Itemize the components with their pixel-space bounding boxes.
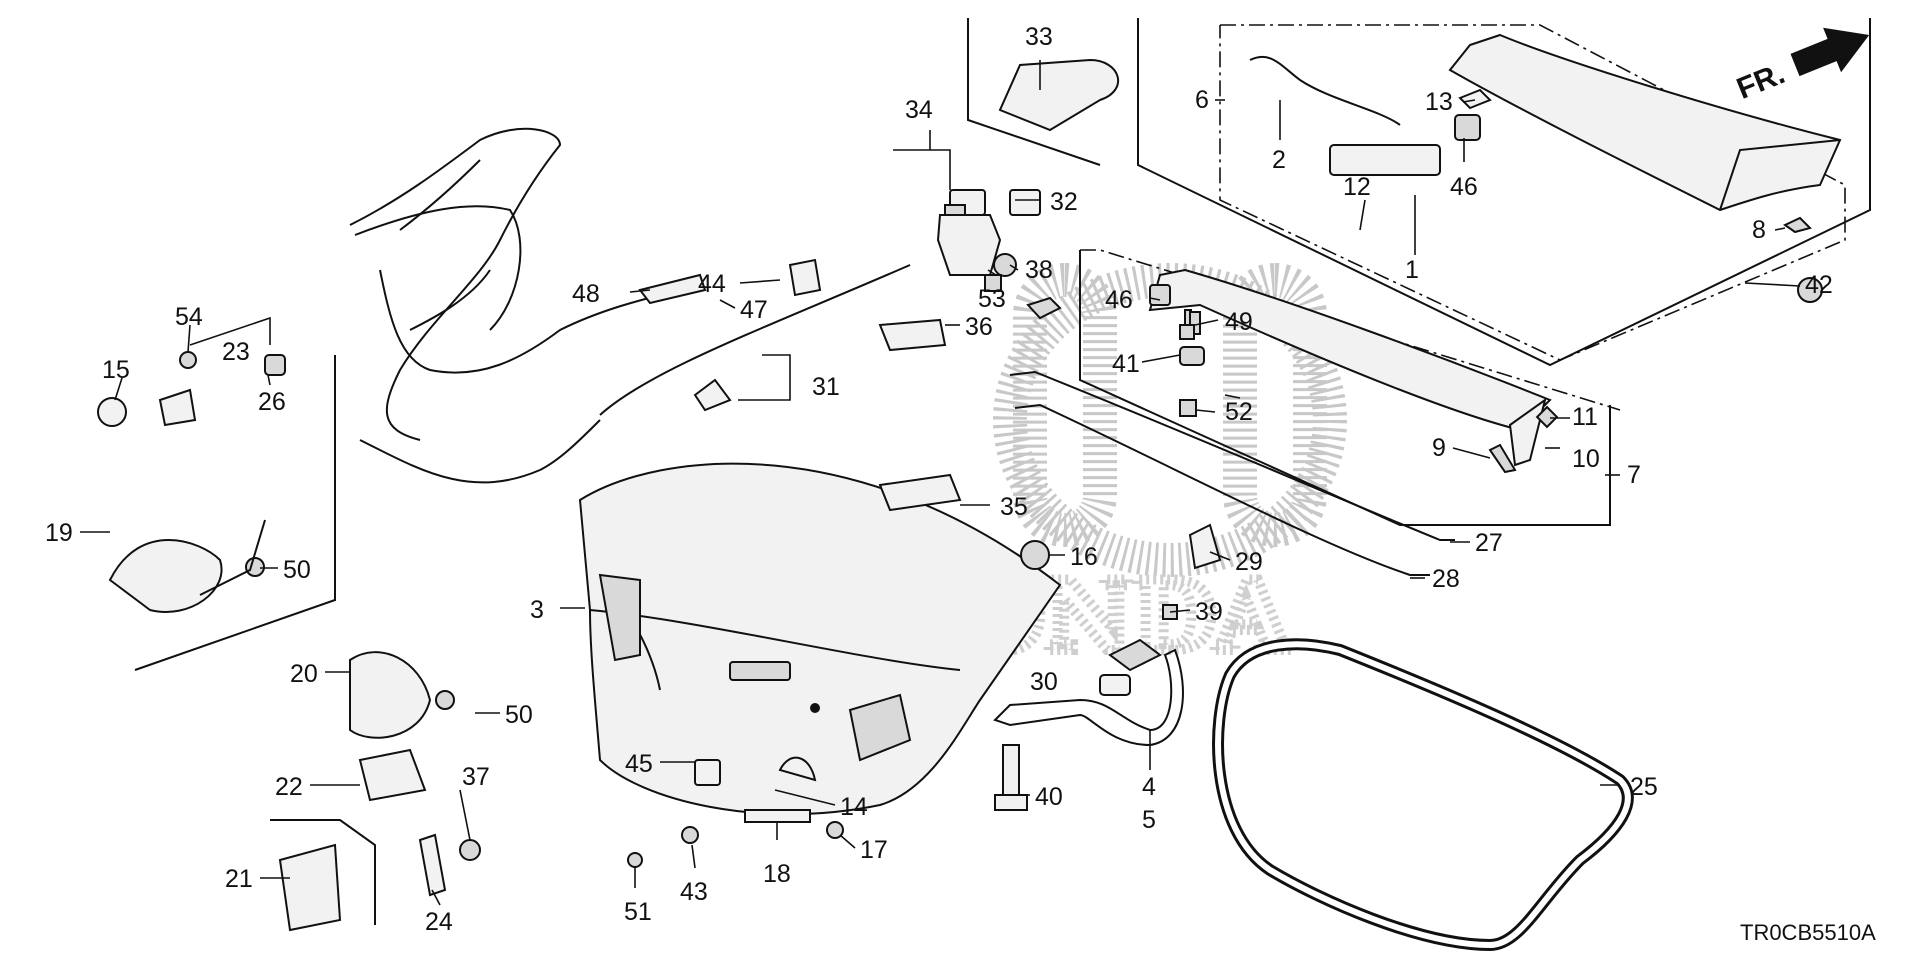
trunk-lid [578, 462, 1062, 816]
callout-14: 14 [840, 793, 868, 821]
callout-46-top: 46 [1450, 173, 1478, 201]
callout-32: 32 [1050, 188, 1078, 216]
callout-44: 44 [698, 270, 726, 298]
callout-13: 13 [1425, 88, 1453, 116]
section-frames [134, 18, 1871, 925]
callout-23: 23 [222, 338, 250, 366]
callout-16: 16 [1070, 543, 1098, 571]
callout-41: 41 [1112, 350, 1140, 378]
diagram-id: TR0CB5510A [1740, 920, 1876, 945]
callout-28: 28 [1432, 565, 1460, 593]
callout-labels: 1 2 3 4 5 6 7 8 9 10 11 12 13 14 15 16 1… [45, 23, 1833, 936]
callout-26: 26 [258, 388, 286, 416]
callout-2: 2 [1272, 146, 1286, 174]
callout-8: 8 [1752, 216, 1766, 244]
callout-18: 18 [763, 860, 791, 888]
torsion-bars [1009, 370, 1455, 576]
callout-42: 42 [1805, 271, 1833, 299]
callout-10: 10 [1572, 445, 1600, 473]
callout-52: 52 [1225, 398, 1253, 426]
callout-38: 38 [1025, 256, 1053, 284]
callout-53: 53 [978, 285, 1006, 313]
callout-48: 48 [572, 280, 600, 308]
rear-spoiler [1448, 33, 1842, 212]
callout-40: 40 [1035, 783, 1063, 811]
callout-31: 31 [812, 373, 840, 401]
callout-47: 47 [740, 296, 768, 324]
weatherstrip [1212, 638, 1634, 952]
callout-6: 6 [1195, 86, 1209, 114]
direction-label: FR. [1732, 57, 1789, 106]
callout-50-lower: 50 [505, 701, 533, 729]
callout-29: 29 [1235, 548, 1263, 576]
callout-4: 4 [1142, 773, 1156, 801]
callout-17: 17 [860, 836, 888, 864]
callout-1: 1 [1405, 256, 1419, 284]
callout-54: 54 [175, 303, 203, 331]
callout-21: 21 [225, 865, 253, 893]
callout-27: 27 [1475, 529, 1503, 557]
callout-43: 43 [680, 878, 708, 906]
callout-19: 19 [45, 519, 73, 547]
callout-51: 51 [624, 898, 652, 926]
callout-5: 5 [1142, 806, 1156, 834]
callout-33: 33 [1025, 23, 1053, 51]
callout-35: 35 [1000, 493, 1028, 521]
callout-24: 24 [425, 908, 453, 936]
callout-7: 7 [1627, 461, 1641, 489]
callout-49: 49 [1225, 308, 1253, 336]
leader-lines [80, 60, 1801, 906]
callout-25: 25 [1630, 773, 1658, 801]
front-direction-arrow: FR. [1732, 27, 1870, 106]
callout-45: 45 [625, 750, 653, 778]
callout-9: 9 [1432, 434, 1446, 462]
callout-36: 36 [965, 313, 993, 341]
callout-11: 11 [1572, 403, 1598, 431]
callout-46-upper: 46 [1105, 286, 1133, 314]
callout-15: 15 [102, 356, 130, 384]
callout-30: 30 [1030, 668, 1058, 696]
opener-cable [349, 127, 911, 484]
callout-39: 39 [1195, 598, 1223, 626]
callout-37: 37 [462, 763, 490, 791]
callout-34: 34 [905, 96, 933, 124]
callout-20: 20 [290, 660, 318, 688]
callout-12: 12 [1343, 173, 1371, 201]
small-parts [97, 55, 1823, 932]
callout-50-upper: 50 [283, 556, 311, 584]
callout-3: 3 [530, 596, 544, 624]
trunk-garnish [1148, 268, 1552, 467]
callout-22: 22 [275, 773, 303, 801]
trunk-hinge [993, 638, 1184, 747]
